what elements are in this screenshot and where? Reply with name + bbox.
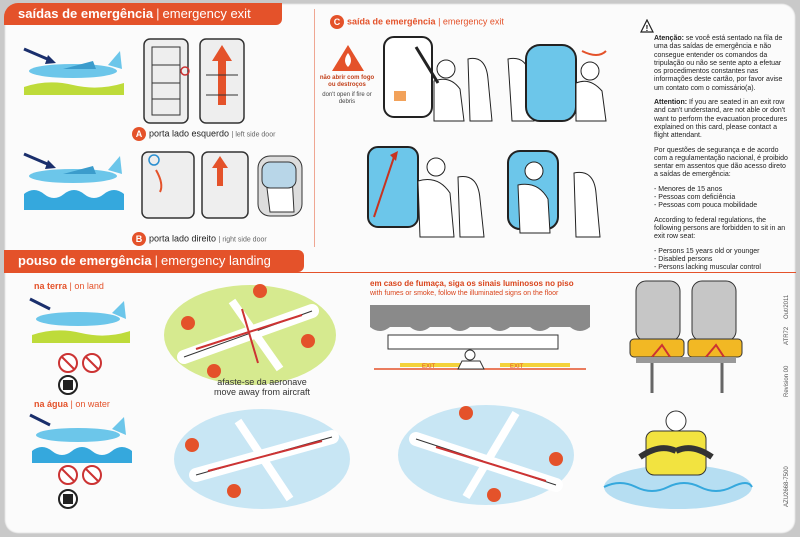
window-exit-steps-top: [383, 36, 607, 122]
no-items-icons-water: [58, 465, 102, 509]
smoke-en: with fumes or smoke, follow the illumina…: [370, 290, 559, 297]
door-b-pt: porta lado direito: [149, 233, 217, 244]
list-pt-item: - Menores de 15 anos: [654, 185, 723, 193]
law-pt: Por questões de segurança e de acordo co…: [654, 147, 790, 180]
door-b-diagram: [141, 151, 303, 219]
smoke-instructions: em caso de fumaça, siga os sinais lumino…: [370, 279, 630, 299]
exit-sign-right: EXIT: [510, 364, 524, 370]
move-away-pt: afaste-se da aeronave: [217, 377, 307, 387]
on-land-pt: na terra: [34, 281, 68, 291]
header-title-pt: saídas de emergência: [18, 6, 154, 21]
list-pt: - Menores de 15 anos - Pessoas com defic…: [654, 186, 790, 211]
water-evacuation-diagram-right: [398, 405, 574, 505]
landing-rule: [4, 272, 796, 273]
fire-warning-icon: [332, 45, 364, 71]
law-pt-body: Por questões de segurança e de acordo co…: [654, 146, 788, 179]
no-items-icons-land: [58, 353, 102, 395]
land-evacuation-diagram: [164, 284, 336, 385]
move-away-caption: afaste-se da aeronave move away from air…: [202, 377, 322, 397]
seat-exit-en: emergency exit: [442, 16, 504, 27]
list-pt-item: - Pessoas com pouca mobilidade: [654, 202, 758, 210]
door-b-en: right side door: [222, 236, 267, 244]
svg-text:!: !: [646, 24, 649, 33]
no-fire-pt: não abrir com fogo ou destroços: [319, 75, 375, 88]
section-header-landing: pouso de emergência|emergency landing: [4, 250, 304, 272]
law-en: According to federal regulations, the fo…: [654, 217, 790, 242]
on-water-heading: na água | on water: [34, 399, 110, 409]
print-date: Out/2011: [784, 294, 790, 319]
warning-icon: !: [640, 18, 654, 33]
list-pt-item: - Pessoas com deficiência: [654, 194, 736, 202]
on-water-pt: na água: [34, 399, 69, 409]
list-en-item: - Persons 15 years old or younger: [654, 247, 760, 255]
column-divider: [314, 9, 315, 247]
window-exit-steps-bottom: [367, 146, 601, 238]
landing-title-en: emergency landing: [161, 253, 271, 268]
door-a-pt: porta lado esquerdo: [149, 128, 230, 139]
on-water-en: on water: [75, 399, 110, 409]
revision-label: Revision 00: [784, 365, 790, 397]
notice-en: Attention: If you are seated in an exit …: [654, 99, 790, 140]
door-a-diagram: [143, 38, 245, 124]
move-away-en: move away from aircraft: [213, 387, 311, 397]
landing-title-pt: pouso de emergência: [18, 253, 152, 268]
list-en-item: - Persons lacking muscular control: [654, 264, 761, 272]
seat-exit-pt: saída de emergência: [347, 16, 436, 27]
document-code: AZU2668-7500: [784, 466, 790, 507]
smoke-floor-diagram: [370, 305, 590, 370]
water-evacuation-diagram-left: [174, 409, 350, 509]
notice-text: Atenção: se você está sentado na fila de…: [654, 35, 790, 278]
no-fire-en: don't open if fire or debris: [322, 92, 372, 105]
notice-pt: Atenção: se você está sentado na fila de…: [654, 35, 790, 93]
on-land-heading: na terra | on land: [34, 281, 104, 291]
section-header-exits: saídas de emergência|emergency exit: [4, 3, 282, 25]
exit-sign-left: EXIT: [422, 364, 436, 370]
list-en: - Persons 15 years old or younger - Disa…: [654, 248, 790, 273]
law-en-body: According to federal regulations, the fo…: [654, 216, 786, 241]
notice-en-title: Attention:: [654, 99, 688, 107]
notice-en-body: If you are seated in an exit row and can…: [654, 99, 788, 140]
door-a-en: left side door: [235, 131, 276, 139]
aircraft-model: ATR72: [784, 326, 790, 345]
list-en-item: - Disabled persons: [654, 255, 713, 263]
label-c-badge: C: [330, 15, 344, 29]
seat-cushion-diagram: [629, 280, 743, 393]
on-land-en: on land: [74, 281, 104, 291]
notice-pt-body: se você está sentado na fila de uma das …: [654, 35, 783, 92]
plane-icon-right-door: [23, 152, 124, 210]
smoke-pt: em caso de fumaça, siga os sinais lumino…: [370, 279, 574, 288]
plane-icon-left-door: [23, 47, 124, 95]
no-fire-text: não abrir com fogo ou destroços don't op…: [318, 75, 376, 106]
header-title-en: emergency exit: [162, 6, 251, 21]
notice-pt-title: Atenção:: [654, 35, 684, 42]
flotation-cushion-diagram: [603, 410, 753, 509]
plane-on-land-icon: [29, 297, 130, 343]
plane-on-water-icon: [29, 413, 132, 463]
label-a-badge: A: [132, 127, 146, 141]
label-b-badge: B: [132, 232, 146, 246]
